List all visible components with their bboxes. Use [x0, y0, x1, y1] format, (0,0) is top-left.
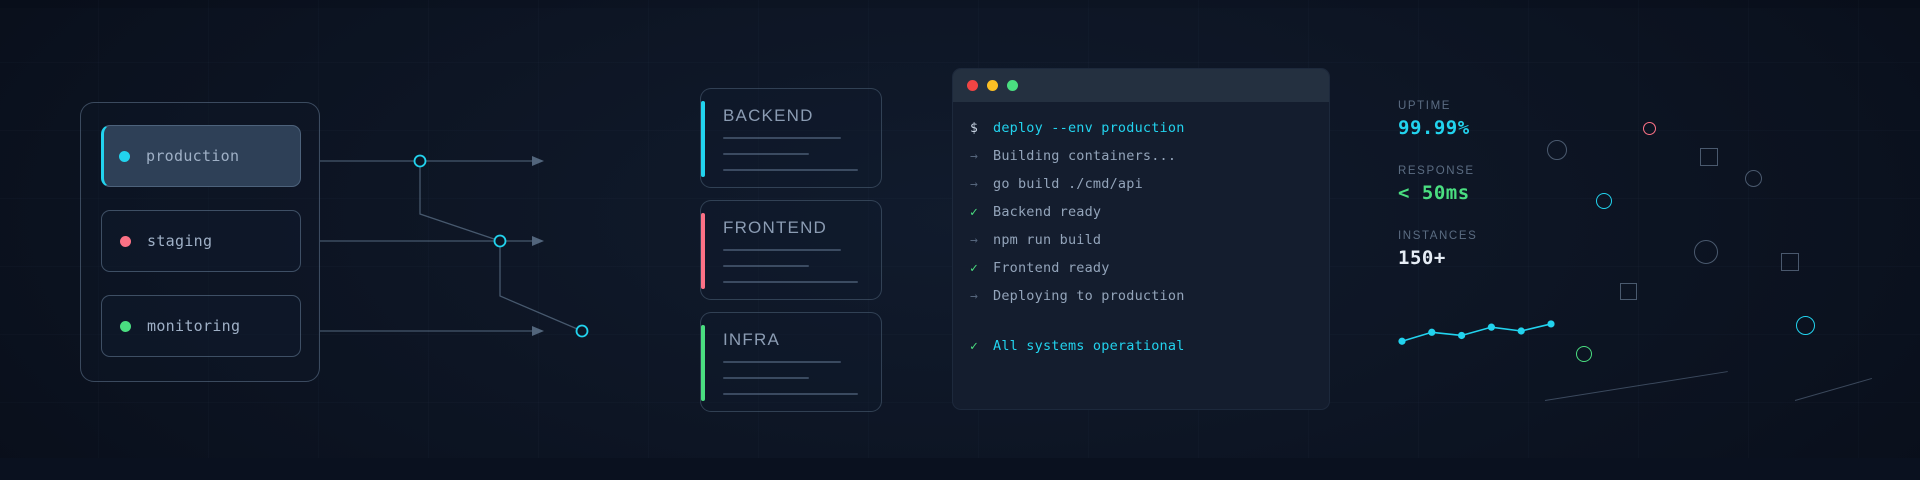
stat-label: UPTIME — [1398, 100, 1452, 112]
flow-arrow-backend — [532, 156, 544, 166]
env-item-staging[interactable]: staging — [101, 210, 301, 272]
terminal-line-marker-icon: ✓ — [970, 261, 979, 276]
service-skeleton-line — [723, 377, 809, 379]
terminal-line-marker-icon: → — [970, 289, 979, 304]
terminal-blank-line — [970, 316, 1329, 338]
terminal-line-marker-icon: → — [970, 177, 979, 192]
service-skeleton-line — [723, 361, 841, 363]
service-card-title: INFRA — [723, 330, 780, 349]
sparkline-point-5 — [1547, 320, 1555, 328]
terminal-line: ✓ All systems operational — [970, 338, 1329, 366]
terminal-line-text: deploy --env production — [993, 120, 1185, 136]
terminal-line-marker-icon: ✓ — [970, 205, 979, 220]
sparkline-point-3 — [1487, 323, 1495, 331]
flow-branch-1 — [419, 161, 501, 242]
env-item-production[interactable]: production — [101, 125, 301, 187]
sparkline-point-4 — [1517, 327, 1525, 335]
service-card-backend[interactable]: BACKEND — [700, 88, 882, 188]
sparkline-path — [1401, 323, 1552, 343]
throughput-sparkline-chart — [1398, 320, 1555, 345]
service-status-bar — [701, 101, 705, 177]
service-status-bar — [701, 325, 705, 401]
env-status-dot-icon — [119, 150, 130, 162]
traffic-light-minimize-button[interactable] — [987, 80, 998, 91]
service-status-bar — [701, 213, 705, 289]
environment-panel: production staging monitoring — [80, 102, 320, 382]
service-skeleton-line — [723, 393, 858, 395]
service-skeleton-line — [723, 169, 858, 171]
stat-label: INSTANCES — [1398, 230, 1478, 242]
env-status-dot-icon — [120, 320, 131, 332]
terminal-line: → go build ./cmd/api — [970, 176, 1329, 204]
terminal-line: → npm run build — [970, 232, 1329, 260]
stat-block-response: RESPONSE < 50ms — [1398, 165, 1628, 204]
terminal-line-text: Deploying to production — [993, 288, 1185, 304]
traffic-light-close-button[interactable] — [967, 80, 978, 91]
service-card-title: FRONTEND — [723, 218, 828, 237]
stat-block-instances: INSTANCES 150+ — [1398, 230, 1628, 269]
sparkline-point-2 — [1458, 331, 1466, 340]
deployment-flow-diagram — [320, 154, 589, 338]
terminal-line: ✓ Frontend ready — [970, 260, 1329, 288]
stat-block-uptime: UPTIME 99.99% — [1398, 100, 1628, 139]
stat-label: RESPONSE — [1398, 165, 1475, 177]
env-item-label: staging — [147, 232, 213, 250]
terminal-line-marker-icon: $ — [970, 121, 979, 136]
terminal-line: → Deploying to production — [970, 288, 1329, 316]
terminal-line-text: go build ./cmd/api — [993, 176, 1143, 192]
terminal-line: ✓ Backend ready — [970, 204, 1329, 232]
flow-arrow-frontend — [532, 236, 544, 246]
terminal-line-text: npm run build — [993, 232, 1102, 248]
service-card-frontend[interactable]: FRONTEND — [700, 200, 882, 300]
env-item-monitoring[interactable]: monitoring — [101, 295, 301, 357]
service-skeleton-line — [723, 249, 841, 251]
terminal-line-text: Backend ready — [993, 204, 1102, 220]
terminal-line-marker-icon: ✓ — [970, 339, 979, 354]
terminal-line-marker-icon: → — [970, 149, 979, 164]
terminal-line-text: All systems operational — [993, 338, 1185, 354]
traffic-light-maximize-button[interactable] — [1007, 80, 1018, 91]
service-card-title: BACKEND — [723, 106, 814, 125]
terminal-window[interactable]: $ deploy --env production → Building contai… — [952, 68, 1330, 410]
sparkline-point-0 — [1398, 337, 1406, 345]
stat-value: 150+ — [1398, 247, 1446, 269]
flow-arrow-infra — [532, 326, 544, 336]
terminal-line-text: Frontend ready — [993, 260, 1110, 276]
service-skeleton-line — [723, 153, 809, 155]
terminal-line: $ deploy --env production — [970, 120, 1329, 148]
flow-branch-2 — [499, 241, 583, 332]
env-item-label: production — [146, 147, 240, 165]
bottom-bar — [0, 458, 1920, 480]
stat-value: < 50ms — [1398, 182, 1470, 204]
terminal-output: $ deploy --env production → Building contai… — [953, 102, 1329, 366]
terminal-line: → Building containers... — [970, 148, 1329, 176]
terminal-line-text: Building containers... — [993, 148, 1177, 164]
service-skeleton-line — [723, 265, 809, 267]
node-frontend-branch — [493, 234, 507, 248]
terminal-titlebar[interactable] — [953, 69, 1329, 102]
stat-value: 99.99% — [1398, 117, 1470, 139]
env-status-dot-icon — [120, 235, 131, 247]
service-skeleton-line — [723, 281, 858, 283]
terminal-line-marker-icon: → — [970, 233, 979, 248]
service-card-infra[interactable]: INFRA — [700, 312, 882, 412]
service-skeleton-line — [723, 137, 841, 139]
node-backend-branch — [413, 154, 427, 168]
sparkline-point-1 — [1428, 328, 1436, 336]
node-infra-branch — [575, 324, 589, 338]
env-item-label: monitoring — [147, 317, 241, 335]
